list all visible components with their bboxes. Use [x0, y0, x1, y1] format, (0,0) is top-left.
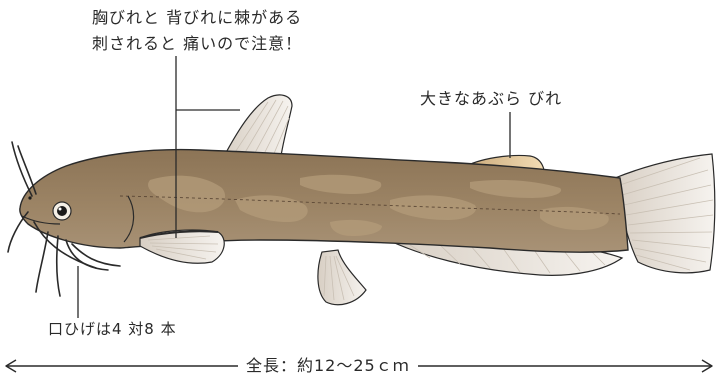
eye-highlight: [59, 208, 62, 211]
fin-spine-warning: 胸びれと 背びれに棘がある 刺されると 痛いので注意！: [92, 5, 302, 57]
adipose-fin-label: 大きなあぶら びれ: [420, 86, 562, 112]
nostril: [28, 196, 31, 199]
tail-fin: [615, 154, 715, 273]
barbel-count-label: 口ひげは4 対8 本: [48, 316, 177, 342]
fin-spine-warning-line2: 刺されると 痛いので注意！: [92, 31, 302, 57]
nasal-barbel-left: [12, 142, 32, 196]
chin-barbel-1: [36, 232, 48, 292]
chin-barbel-2: [57, 236, 60, 296]
total-length-label: 全長：約12〜25ｃｍ: [238, 355, 418, 377]
eye-pupil: [57, 206, 67, 216]
fin-spine-warning-line1: 胸びれと 背びれに棘がある: [92, 5, 302, 31]
